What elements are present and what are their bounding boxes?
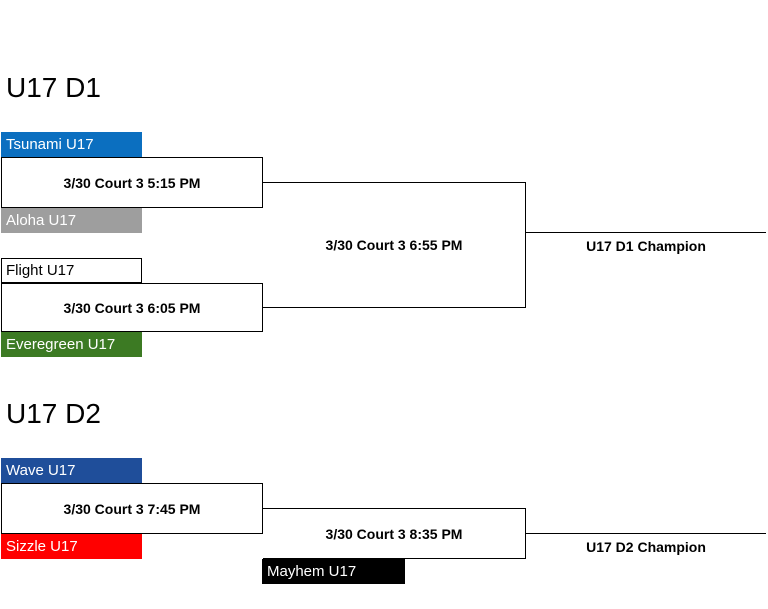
team-sizzle[interactable]: Sizzle U17 [1, 534, 142, 559]
game-label: 3/30 Court 3 7:45 PM [63, 500, 201, 517]
team-wave[interactable]: Wave U17 [1, 458, 142, 483]
game-d1-r1-top[interactable]: 3/30 Court 3 5:15 PM [1, 157, 263, 208]
team-mayhem[interactable]: Mayhem U17 [262, 559, 405, 584]
game-d2-r1[interactable]: 3/30 Court 3 7:45 PM [1, 483, 263, 534]
champion-line-d2 [526, 533, 766, 534]
team-aloha[interactable]: Aloha U17 [1, 208, 142, 233]
game-d2-final[interactable]: 3/30 Court 3 8:35 PM [263, 508, 526, 559]
game-label: 3/30 Court 3 5:15 PM [63, 174, 201, 191]
division-title-d2: U17 D2 [6, 398, 101, 429]
team-everegreen[interactable]: Everegreen U17 [1, 332, 142, 357]
champion-label-d2: U17 D2 Champion [586, 539, 706, 555]
champion-label-d1: U17 D1 Champion [586, 238, 706, 254]
game-label: 3/30 Court 3 6:55 PM [325, 237, 463, 253]
team-tsunami[interactable]: Tsunami U17 [1, 132, 142, 157]
game-d1-r1-bottom[interactable]: 3/30 Court 3 6:05 PM [1, 283, 263, 332]
game-label: 3/30 Court 3 6:05 PM [63, 299, 201, 316]
team-flight[interactable]: Flight U17 [1, 258, 142, 283]
champion-line-d1 [526, 232, 766, 233]
game-label: 3/30 Court 3 8:35 PM [325, 525, 463, 542]
division-title-d1: U17 D1 [6, 72, 101, 103]
game-d1-final[interactable]: 3/30 Court 3 6:55 PM [263, 182, 526, 308]
